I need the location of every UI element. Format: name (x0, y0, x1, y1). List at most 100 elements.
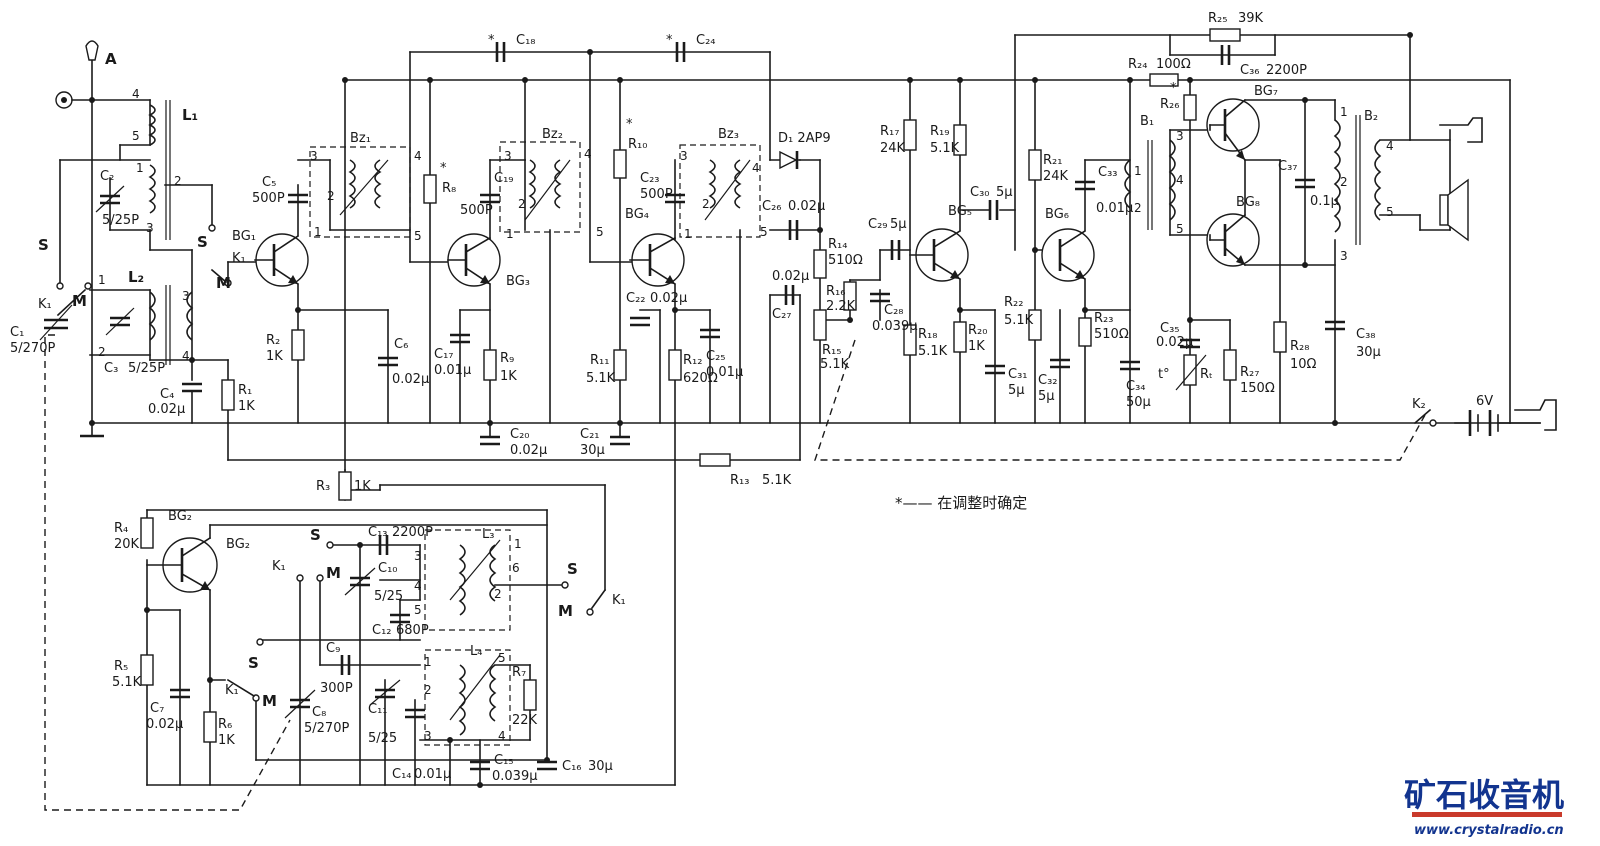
pin-b1-2: 2 (1134, 201, 1142, 215)
c22-value: 0.02μ (650, 291, 687, 306)
c38-name: C₃₈ (1356, 327, 1376, 342)
pin-b2-3: 3 (1340, 249, 1348, 263)
band-m-label-5: M (558, 602, 573, 620)
c19-name: C₁₉ (494, 171, 514, 186)
gang-links (44, 334, 1426, 811)
c29-value: 5μ (890, 217, 907, 232)
resistor-r8 (423, 174, 437, 204)
band-s-label-4: S (248, 654, 259, 672)
c6-value: 0.02μ (392, 372, 429, 387)
k1-label-1: K₁ (38, 297, 52, 312)
c34-name: C₃₄ (1126, 379, 1146, 394)
c21-value: 30μ (580, 443, 605, 458)
band-s-label-1: S (38, 236, 49, 254)
transistor-bg1 (254, 233, 309, 287)
pin-l4-4: 4 (498, 729, 506, 743)
pin-l4-3: 3 (424, 729, 432, 743)
r21-name: R₂₁ (1043, 153, 1062, 168)
misc-parts (56, 117, 1557, 702)
c35-name: C₃₅ (1160, 321, 1180, 336)
c20-value: 0.02μ (510, 443, 547, 458)
r18-value: 5.1K (918, 344, 948, 359)
r28-value: 10Ω (1290, 357, 1317, 372)
capacitor-c5 (288, 193, 308, 204)
pin-l2-1: 1 (98, 273, 106, 287)
c12-value: 680P (396, 623, 429, 638)
c31-value: 5μ (1008, 383, 1025, 398)
c29-name: C₂₉ (868, 217, 888, 232)
l3-label: L₃ (482, 527, 494, 542)
bg7-label: BG₇ (1254, 84, 1278, 99)
c17-value: 0.01μ (434, 363, 471, 378)
pin-l2-2: 2 (98, 345, 106, 359)
c6-name: C₆ (394, 337, 408, 352)
r9-value: 1K (500, 369, 517, 384)
resistor-r3 (338, 471, 352, 501)
c13-name: C₁₃ (368, 525, 388, 540)
c33-value: 0.01μ (1096, 201, 1133, 216)
capacitor-c3 (105, 307, 135, 336)
c30-name: C₃₀ (970, 185, 990, 200)
pin-l3-1: 1 (514, 537, 522, 551)
pin-l1-5: 5 (132, 129, 140, 143)
pin-b2-1: 1 (1340, 105, 1348, 119)
c23-name: C₂₃ (640, 171, 660, 186)
c30-value: 5μ (996, 185, 1013, 200)
pin-bz3-4: 4 (752, 161, 760, 175)
l2-coupling-coil (186, 291, 194, 341)
c4-value: 0.02μ (148, 402, 185, 417)
antenna-label: A (105, 50, 117, 68)
r5-value: 5.1K (112, 675, 142, 690)
band-s-label-5: S (567, 560, 578, 578)
watermark-url: www.crystalradio.cn (1414, 823, 1564, 838)
c28-value: 0.039μ (872, 319, 918, 334)
b2-primary-coil (1333, 119, 1341, 233)
c15-value: 0.039μ (492, 769, 538, 784)
capacitor-c12 (390, 613, 410, 624)
r12-value: 620Ω (683, 371, 718, 386)
r1-value: 1K (238, 399, 255, 414)
resistor-r1 (221, 379, 235, 411)
resistor-r11 (613, 349, 627, 381)
c19-value: 500P (460, 203, 493, 218)
diode-d1 (779, 150, 799, 170)
resistor-r6 (203, 711, 217, 743)
resistor-r9 (483, 349, 497, 381)
pin-l2-3: 3 (182, 289, 190, 303)
c34-value: 50μ (1126, 395, 1151, 410)
thermistor-rt (1183, 354, 1197, 386)
watermark-brand: 矿石收音机 (1404, 776, 1564, 814)
r25-name: R₂₅ (1208, 11, 1227, 26)
transistor-bg2 (146, 524, 548, 593)
c28-name: C₂₈ (884, 303, 904, 318)
c11-value: 5/25 (368, 731, 397, 746)
transistor-bg7 (1206, 98, 1260, 162)
resistors (140, 28, 1287, 743)
pin-bz1-3: 3 (310, 149, 318, 163)
c15-name: C₁₅ (494, 753, 514, 768)
c27-name: C₂₇ (772, 307, 792, 322)
r19-value: 5.1K (930, 141, 960, 156)
r2-value: 1K (266, 349, 283, 364)
c10-value: 5/25 (374, 589, 403, 604)
r20-value: 1K (968, 339, 985, 354)
r3-value: 1K (354, 479, 371, 494)
pin-l3-3: 3 (414, 549, 422, 563)
pin-l3-6: 6 (512, 561, 520, 575)
rt-temperature-mark: t° (1158, 367, 1170, 382)
r10-star: * (626, 117, 633, 132)
resistor-r20 (953, 321, 967, 353)
r13-name: R₁₃ (730, 473, 749, 488)
c3-value: 5/25P (128, 361, 165, 376)
r21-value: 24K (1043, 169, 1069, 184)
resistor-r16 (843, 281, 857, 311)
bz2-box (499, 141, 581, 233)
r16-name: R₁₆ (826, 284, 845, 299)
band-s-label-2: S (197, 233, 208, 251)
bg3-label: BG₃ (506, 274, 530, 289)
capacitor-c21 (610, 422, 630, 446)
band-switch-k1 (56, 224, 607, 702)
b1-secondary-coil (1168, 139, 1176, 221)
r19-name: R₁₉ (930, 124, 949, 139)
bg2-label: BG₂ (226, 537, 250, 552)
